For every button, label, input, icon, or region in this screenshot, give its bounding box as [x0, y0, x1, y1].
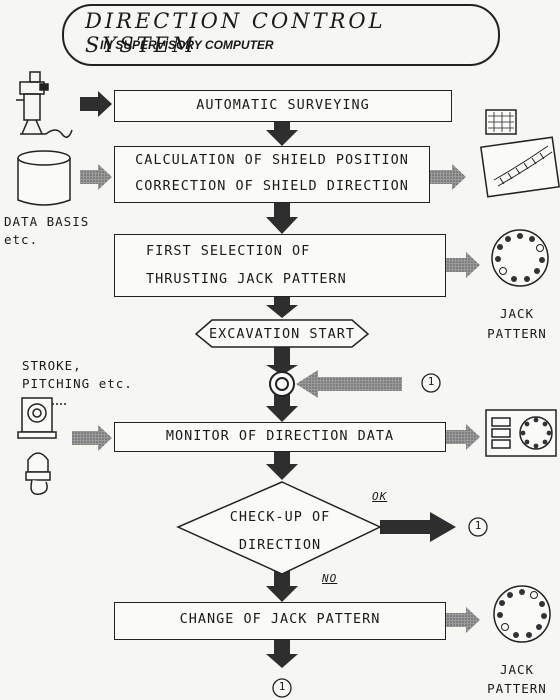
ok-branch-arrow — [380, 512, 456, 542]
monitor-box — [114, 422, 446, 452]
down-arrow-6 — [266, 452, 298, 480]
diagram-title: DIRECTION CONTROL SYSTEM — [85, 9, 386, 57]
change-jack-pattern-box — [114, 602, 446, 640]
down-arrow-3 — [266, 297, 298, 318]
arrow-to-display — [430, 164, 466, 190]
jack-pattern-icon-2 — [493, 585, 551, 643]
data-basis-etc-label: etc. — [4, 232, 39, 247]
first-selection-box — [114, 234, 446, 297]
calculation-label-line1: CALCULATION OF SHIELD POSITION — [135, 152, 409, 168]
first-selection-label-line2: THRUSTING JACK PATTERN — [146, 271, 347, 287]
down-arrow-1 — [266, 122, 298, 146]
data-basis-label: DATA BASIS — [4, 214, 90, 229]
jack-pattern-icon-1 — [491, 229, 549, 287]
first-selection-label-line1: FIRST SELECTION OF — [146, 243, 311, 259]
connector-1-ok-label: 1 — [474, 519, 482, 532]
excavation-start-shape — [194, 319, 370, 348]
jack-pattern-1-label-line1: JACK — [499, 306, 535, 321]
stroke-label: STROKE, — [22, 358, 82, 373]
input-arrow-from-connector — [296, 370, 402, 398]
change-jack-pattern-label: CHANGE OF JACK PATTERN — [179, 611, 381, 627]
check-up-label-line1: CHECK-UP OF — [229, 509, 331, 525]
title-frame — [62, 4, 500, 66]
pitching-label: PITCHING etc. — [22, 376, 133, 391]
arrow-from-database — [80, 164, 112, 190]
no-branch-label: NO — [322, 572, 338, 585]
arrow-from-sensors — [72, 425, 112, 451]
calculation-box — [114, 146, 430, 203]
down-arrow-2 — [266, 203, 298, 234]
jack-pattern-2-label-line1: JACK — [499, 662, 535, 677]
stroke-gauge-icon — [17, 397, 66, 439]
arrow-from-surveying-device — [80, 91, 112, 117]
connector-1-in-label: 1 — [427, 375, 435, 388]
automatic-surveying-label: AUTOMATIC SURVEYING — [196, 97, 370, 113]
surveying-instrument-icon — [16, 71, 73, 138]
arrow-to-monitor-screen — [446, 424, 480, 450]
diagram-subtitle: IN SUPERVISORY COMPUTER — [100, 38, 274, 52]
down-arrow-8 — [266, 640, 298, 668]
database-icon — [17, 150, 71, 206]
route-display-icon — [480, 109, 560, 198]
arrow-to-jack-pattern-1 — [446, 252, 480, 278]
junction-circle — [269, 371, 295, 397]
jack-pattern-1-label-line2: PATTERN — [487, 326, 547, 341]
ok-branch-label: OK — [372, 490, 388, 503]
connector-1-ok — [468, 517, 488, 537]
connector-1-bottom-label: 1 — [278, 680, 286, 693]
connector-1-bottom — [272, 678, 292, 698]
check-up-diamond — [176, 481, 382, 575]
monitor-screen-icon — [485, 409, 557, 457]
pitching-sensor-icon — [25, 452, 51, 495]
jack-pattern-2-label-line2: PATTERN — [487, 681, 547, 696]
down-arrow-4 — [266, 347, 298, 375]
automatic-surveying-box — [114, 90, 452, 122]
calculation-label-line2: CORRECTION OF SHIELD DIRECTION — [135, 178, 409, 194]
monitor-label: MONITOR OF DIRECTION DATA — [165, 428, 395, 444]
excavation-start-label: EXCAVATION START — [208, 326, 356, 342]
connector-1-in — [421, 373, 441, 393]
arrow-to-jack-pattern-2 — [446, 607, 480, 633]
check-up-label-line2: DIRECTION — [238, 537, 322, 553]
